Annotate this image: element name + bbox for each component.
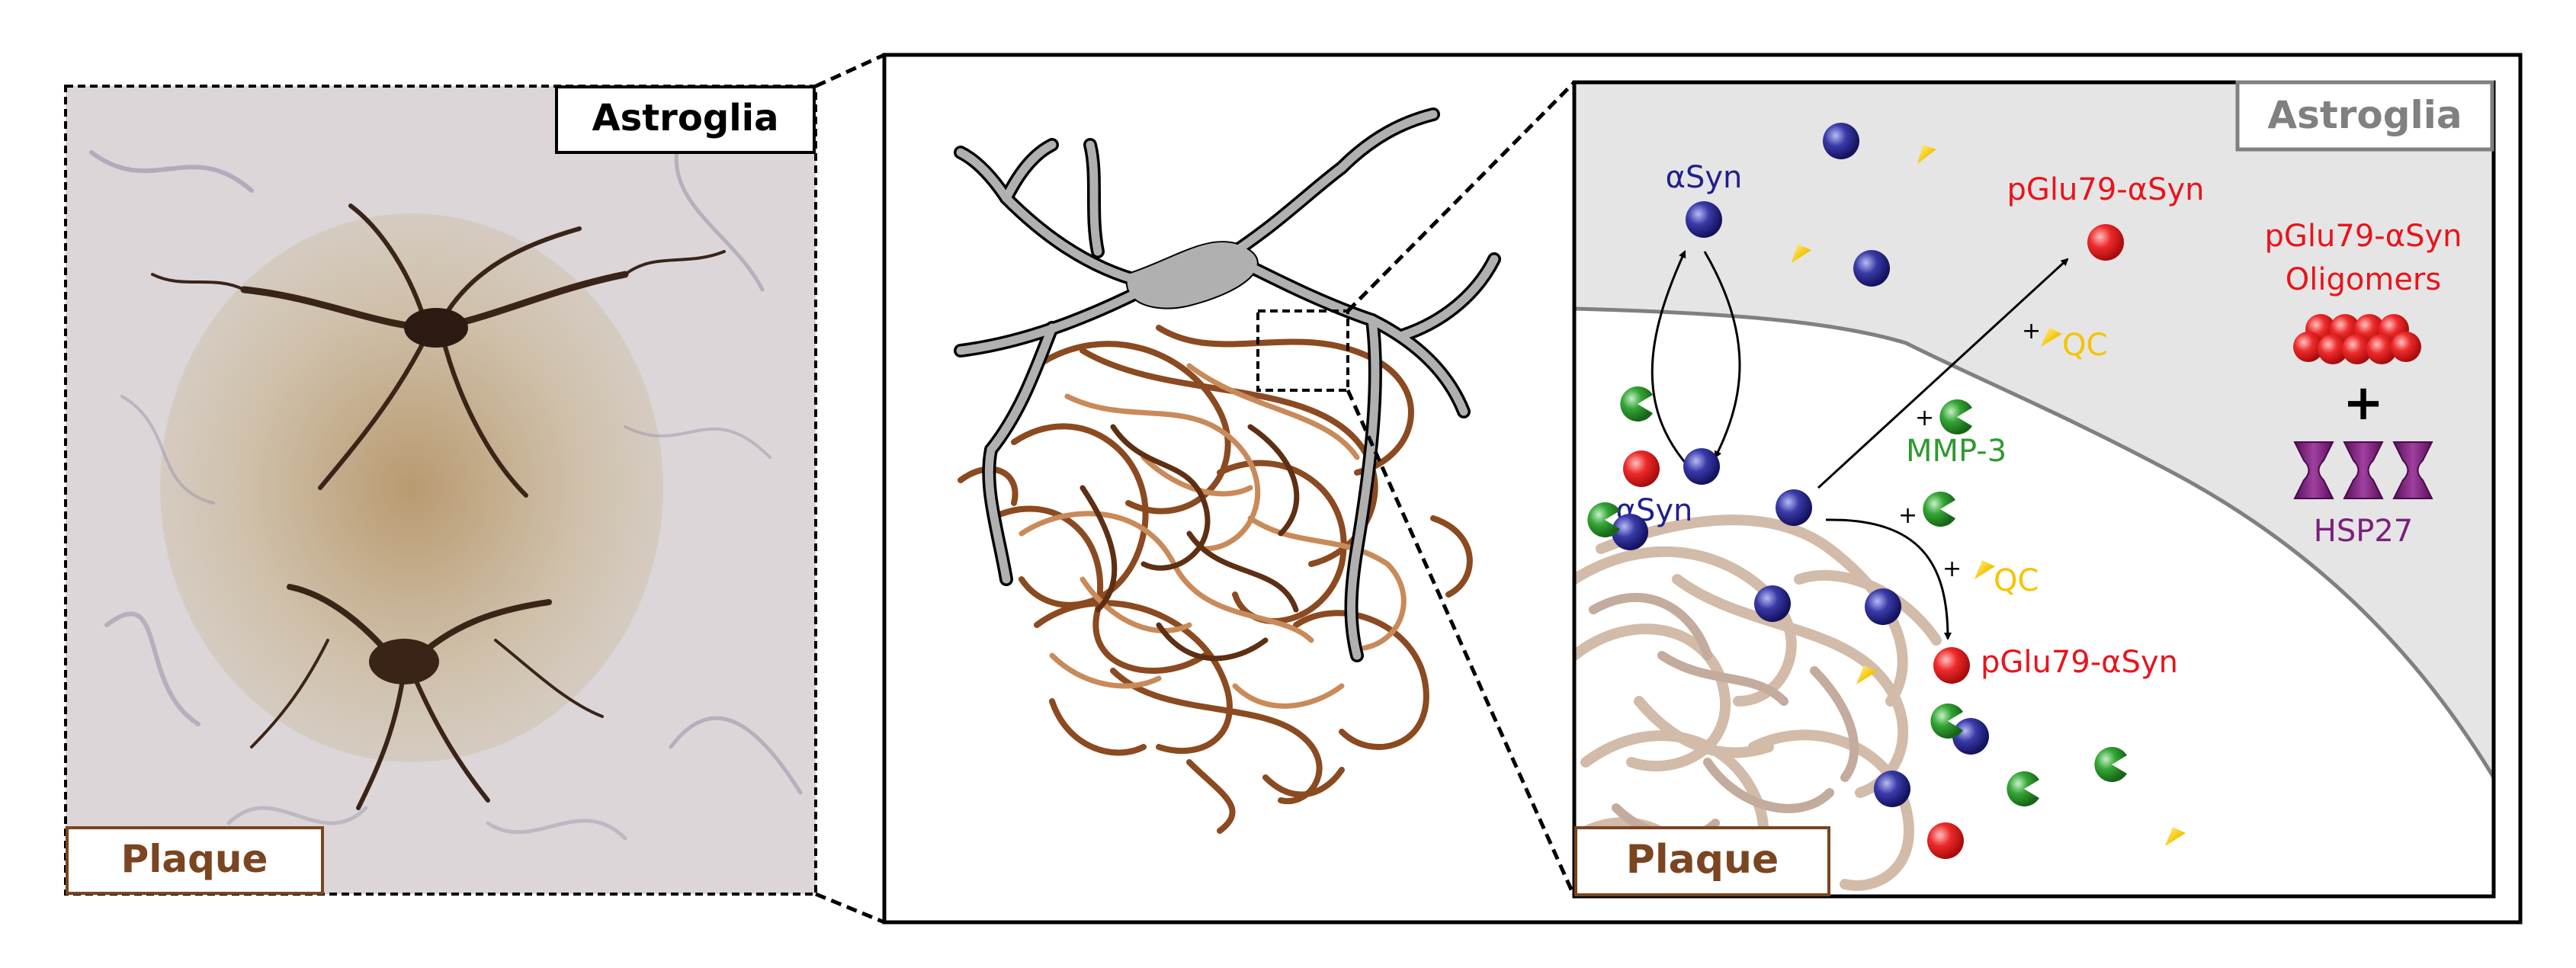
mmp3-molecule: [2007, 771, 2039, 806]
svg-text:Astroglia: Astroglia: [2267, 93, 2462, 137]
qc-enzyme: [1975, 560, 1995, 579]
mmp3-molecule: [1923, 492, 1955, 527]
detail-panel: [1572, 80, 2496, 899]
svg-text:+: +: [1942, 556, 1962, 582]
hsp27-chaperones: [2293, 441, 2433, 499]
svg-text:+: +: [2022, 318, 2041, 345]
mmp3-molecule: [1930, 704, 1963, 739]
asyn-molecule: [1683, 448, 1720, 485]
asyn-molecule: [1874, 771, 1910, 807]
label-oligomers-line2: Oligomers: [2286, 262, 2441, 297]
reaction-arrows: [1651, 250, 2069, 640]
label-mmp3: MMP-3: [1906, 434, 2007, 469]
mmp3-molecule: [1620, 386, 1653, 421]
asyn-molecule: [1952, 718, 1989, 755]
cofactor-plus-signs: + + + +: [1898, 318, 2041, 582]
asyn-molecules: [1612, 123, 1989, 807]
label-qc-bottom: QC: [1994, 563, 2039, 598]
arrow-down-curve: [1703, 251, 1741, 459]
asyn-molecule: [1823, 123, 1859, 159]
asyn-molecule: [1754, 585, 1791, 622]
right-plaque-label: Plaque: [1574, 826, 1830, 896]
label-pglu-top: pGlu79-αSyn: [2007, 172, 2205, 207]
arrow-up-curve: [1651, 250, 1700, 479]
svg-text:+: +: [1898, 502, 1917, 529]
astrocyte-nucleus: [404, 308, 468, 348]
asyn-molecule: [1853, 250, 1890, 287]
micrograph-texture: [89, 120, 803, 841]
svg-text:Plaque: Plaque: [1626, 837, 1779, 883]
pglu-molecule: [1927, 822, 1964, 859]
svg-text:Astroglia: Astroglia: [592, 97, 779, 139]
pglu-oligomer-cluster: [2293, 314, 2421, 364]
asyn-molecule: [1612, 514, 1648, 550]
mmp3-molecule: [1939, 399, 1972, 434]
arrow-to-pglu-top: [1817, 258, 2069, 489]
micrograph-panel: [64, 85, 817, 896]
label-oligomers-line1: pGlu79-αSyn: [2265, 219, 2462, 254]
mmp3-molecule: [2094, 747, 2127, 782]
asyn-molecule: [1686, 201, 1722, 238]
zoom-lines-right: [1346, 81, 1577, 898]
label-hsp27: HSP27: [2314, 514, 2414, 549]
pglu-molecule: [1933, 647, 1970, 684]
qc-enzyme: [2165, 827, 2186, 846]
asyn-molecule: [1776, 489, 1812, 526]
left-plaque-label: Plaque: [66, 826, 324, 895]
astrocyte-schematic: [954, 107, 1501, 662]
svg-text:+: +: [1915, 405, 1934, 431]
zoom-lines-left: [814, 53, 886, 925]
mmp3-molecules: [1587, 386, 2127, 806]
label-pglu-bottom: pGlu79-αSyn: [1981, 645, 2178, 680]
label-asyn-top: αSyn: [1666, 160, 1743, 195]
left-astroglia-label: Astroglia: [555, 85, 816, 154]
astroglia-region: [1574, 82, 2494, 781]
qc-enzyme: [1792, 244, 1811, 263]
pglu-molecules: [1623, 224, 2124, 859]
svg-text:Plaque: Plaque: [121, 837, 268, 881]
asyn-molecule: [1865, 588, 1901, 625]
qc-enzyme: [2041, 328, 2062, 347]
qc-enzyme: [1856, 665, 1877, 684]
pglu-molecule: [2087, 224, 2124, 261]
label-qc-top: QC: [2062, 328, 2107, 363]
mmp3-molecule: [1587, 502, 1620, 537]
zoom-box: [1256, 309, 1349, 392]
astrocyte-nucleus-lower: [369, 639, 439, 684]
plaque-schematic: [958, 325, 1473, 834]
right-astroglia-label: Astroglia: [2235, 80, 2494, 152]
pglu-molecule: [1623, 450, 1660, 487]
qc-enzymes: [1792, 145, 2186, 846]
arrow-to-pglu-bottom: [1825, 518, 1952, 640]
label-plus: +: [2343, 375, 2384, 431]
qc-enzyme: [1917, 145, 1936, 164]
